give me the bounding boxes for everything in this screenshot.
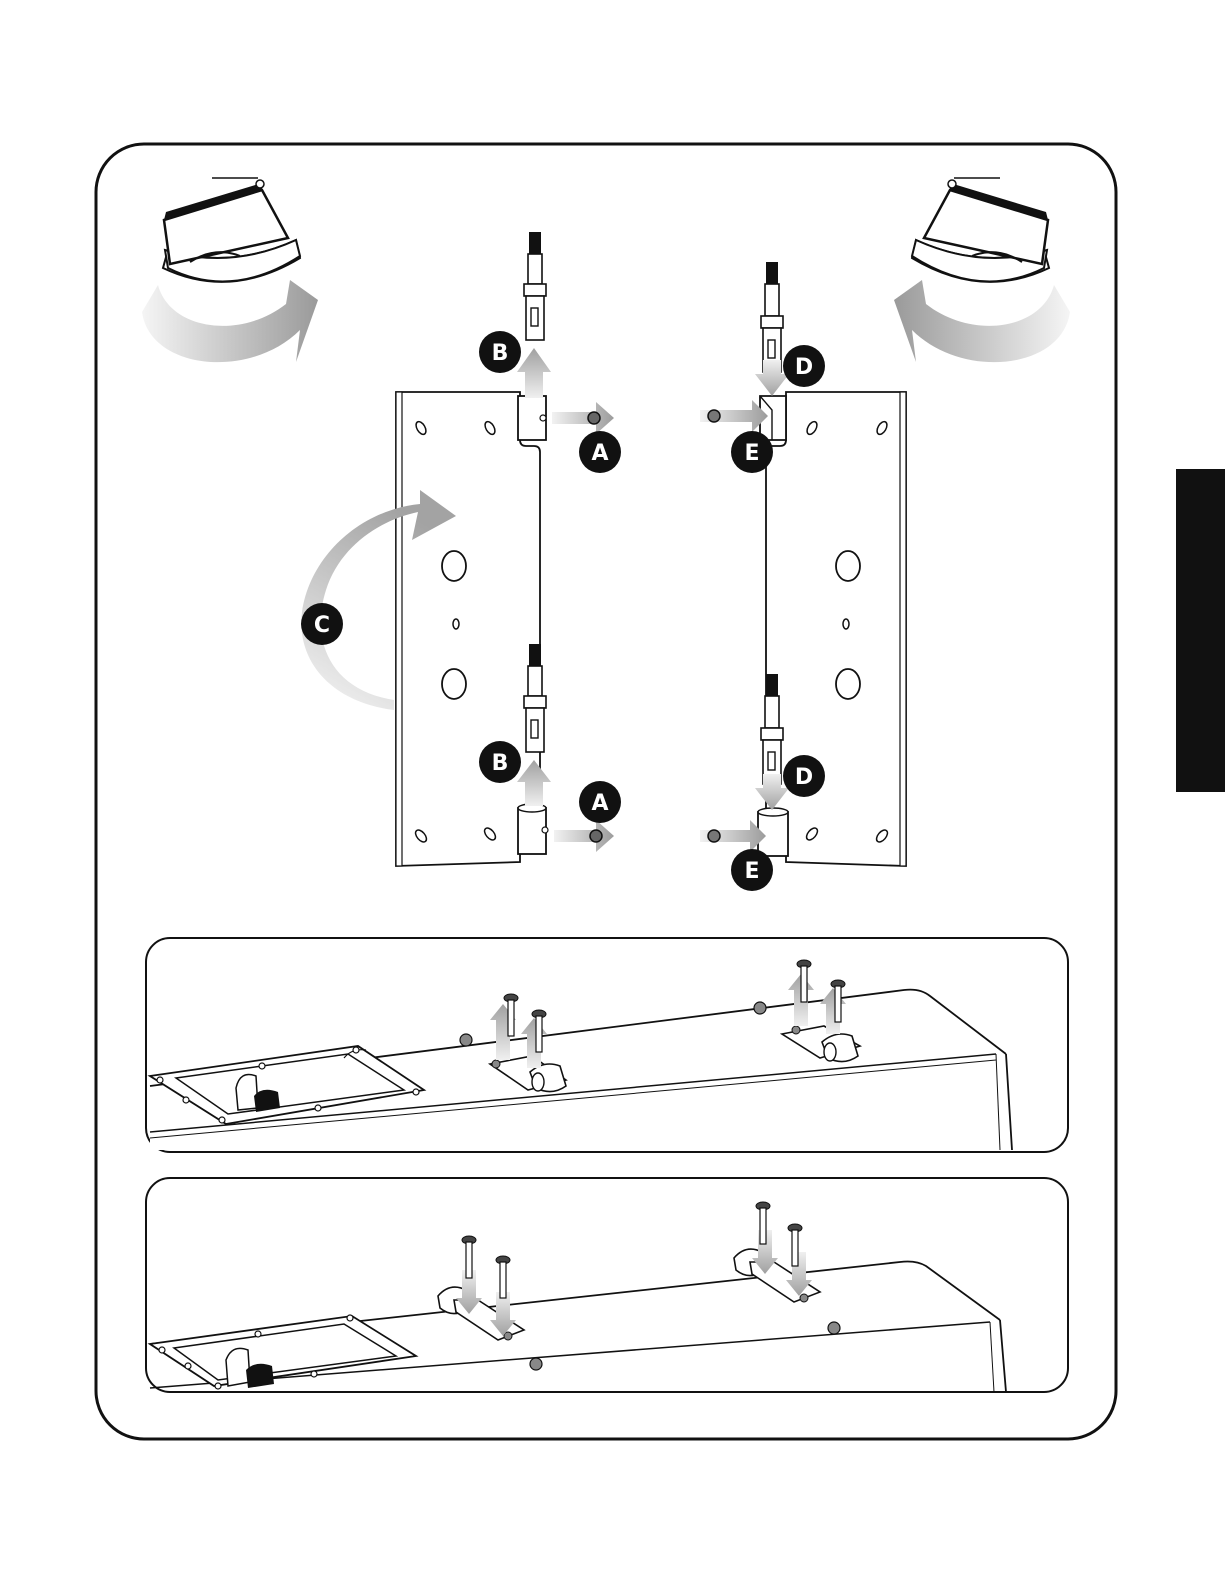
screw-a-bottom <box>590 830 602 842</box>
case-rotate-left-icon <box>142 178 318 362</box>
callout-b-bottom: B <box>479 741 521 783</box>
svg-text:B: B <box>492 751 509 776</box>
screw-a-top <box>588 412 600 424</box>
callout-a-top: A <box>579 431 621 473</box>
inset-reinstall-hinges <box>146 1178 1068 1392</box>
screw-e-top <box>708 410 720 422</box>
callout-a-bottom: A <box>579 781 621 823</box>
svg-text:C: C <box>314 613 330 638</box>
case-rotate-right-icon <box>894 178 1070 362</box>
svg-text:B: B <box>492 341 509 366</box>
arrow-a-top-right <box>552 402 614 434</box>
inset-remove-hinges <box>146 938 1068 1152</box>
svg-text:A: A <box>591 791 608 816</box>
hinge-bottom-left <box>518 804 548 854</box>
callout-c: C <box>301 603 343 645</box>
screw-e-bottom <box>708 830 720 842</box>
svg-text:D: D <box>795 355 813 380</box>
hinge-bottom-right <box>758 808 788 856</box>
svg-text:D: D <box>795 765 813 790</box>
callout-b-top: B <box>479 331 521 373</box>
callout-e-top: E <box>731 431 773 473</box>
hinge-pin-top-left <box>524 232 546 340</box>
svg-text:E: E <box>744 441 759 466</box>
right-panel <box>766 392 906 866</box>
callout-d-bottom: D <box>783 755 825 797</box>
svg-text:A: A <box>591 441 608 466</box>
left-panel <box>396 392 540 866</box>
hinge-top-left <box>518 396 546 440</box>
hinge-pin-top-right <box>761 262 783 372</box>
callout-d-top: D <box>783 345 825 387</box>
svg-text:E: E <box>744 859 759 884</box>
callout-e-bottom: E <box>731 849 773 891</box>
arrow-b-top-up <box>517 348 551 398</box>
arrow-a-bottom-right <box>554 820 614 852</box>
